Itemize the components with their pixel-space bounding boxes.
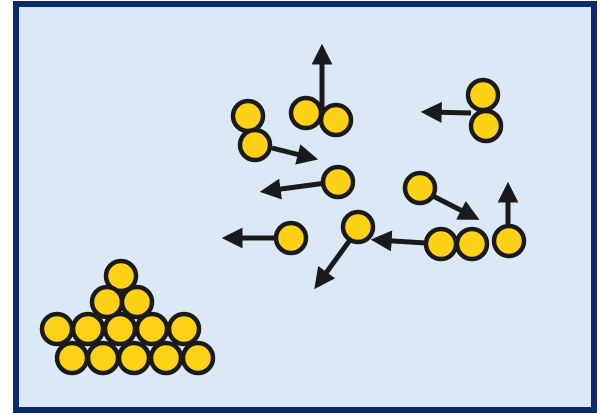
direction-arrow-icon — [271, 144, 319, 165]
gas-particle — [288, 95, 324, 131]
direction-arrow-icon — [420, 101, 472, 123]
gas-particle — [273, 220, 309, 256]
gas-particle — [465, 77, 501, 113]
solid-particle — [116, 340, 152, 376]
solid-particle — [85, 340, 121, 376]
gas-particle — [320, 164, 356, 200]
solid-particle — [103, 258, 139, 294]
gas-particle — [468, 108, 504, 144]
solid-particle — [148, 340, 184, 376]
solid-particle — [119, 284, 155, 320]
gas-particle — [340, 209, 376, 245]
gas-particle — [230, 98, 266, 134]
motion-arrows — [221, 43, 519, 290]
gas-particle — [491, 223, 527, 259]
direction-arrow-icon — [259, 178, 327, 200]
direction-arrow-icon — [370, 230, 427, 252]
gas-particle — [318, 102, 354, 138]
gas-particle — [423, 226, 459, 262]
solid-particle — [54, 340, 90, 376]
solid-particle — [166, 311, 202, 347]
solid-particle — [70, 311, 106, 347]
solid-particle-cluster — [39, 258, 216, 376]
solid-particle — [39, 311, 75, 347]
gas-particles — [230, 77, 527, 262]
solid-particle — [134, 311, 170, 347]
solid-particle — [102, 311, 138, 347]
gas-particle — [402, 170, 438, 206]
gas-particle — [454, 226, 490, 262]
solid-particle — [180, 340, 216, 376]
direction-arrow-icon — [314, 238, 353, 290]
gas-particle — [237, 127, 273, 163]
direction-arrow-icon — [431, 193, 480, 220]
